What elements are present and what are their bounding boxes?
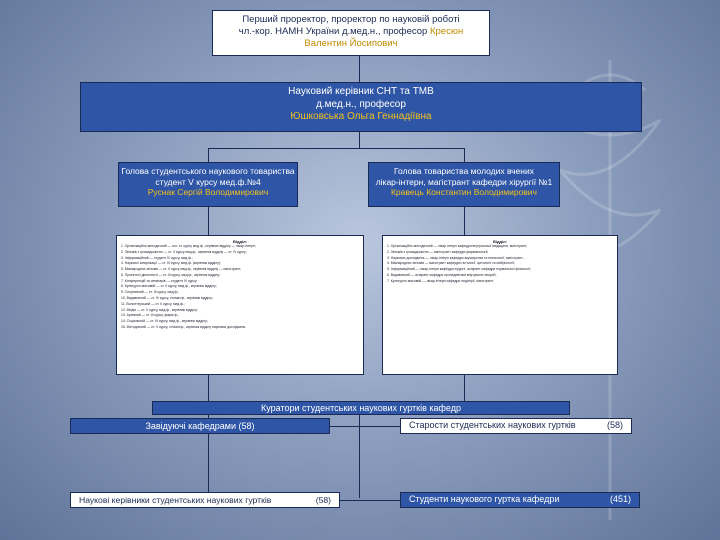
vice-rector-title: Перший проректор, проректор по науковій … <box>242 14 460 25</box>
connector-curators-down <box>359 414 360 498</box>
connector-head-down <box>359 132 360 149</box>
department-list-item: 7. Конференцій та семінарів — студент IV… <box>121 278 198 283</box>
vice-rector-surname: Кресюн <box>429 25 464 37</box>
group-elders-label: Старости студентських наукових гуртків <box>409 420 576 431</box>
heads-of-departments-label: Завідуючі кафедрами <box>145 421 236 431</box>
heads-of-departments-count: (58) <box>238 421 255 431</box>
department-list-item: 6. Проектної діяльності — ст. III курсу,… <box>121 272 221 277</box>
student-departments-list: 1. Організаційно-методичний — гол. ст. к… <box>121 244 359 331</box>
department-list-item: 13. Архівний — ст. III курсу, фарм.ф.; <box>121 313 179 318</box>
department-list-item: 4. Міжнародних зв'язків — магістрант каф… <box>387 261 515 266</box>
department-list-item: 3. Інформаційний — студент IV курсу, мед… <box>121 255 193 260</box>
group-students-count: (451) <box>609 494 631 505</box>
connector-supervisors-to-students <box>340 500 400 501</box>
department-list-item: 5. Інформаційний — лікар-інтерн кафедри … <box>387 267 531 272</box>
department-list-item: 1. Організаційно-методичний — гол. ст. к… <box>121 244 256 248</box>
vice-rector-name: Валентин Йосипович <box>304 37 398 49</box>
department-list-item: 15. Методичний — ст. V курсу, стомат.ф.,… <box>121 324 247 329</box>
young-scientists-role: лікар-інтерн, магістрант кафедри хірургі… <box>375 176 553 187</box>
department-list-item: 2. Зв'язків з громадськістю — ст. V курс… <box>121 249 247 254</box>
connector-right-panel-to-curators <box>464 375 465 401</box>
young-scientists-box: Голова товариства молодих вчених лікар-і… <box>368 162 560 207</box>
group-students-box: Студенти наукового гуртка кафедри (451) <box>400 492 640 508</box>
student-society-name: Руснак Сергій Володимирович <box>147 187 269 198</box>
group-elders-count: (58) <box>606 420 623 431</box>
connector-left-branch <box>208 414 209 498</box>
vice-rector-rank: чл.-кор. НАМН України д.мед.н., професор… <box>238 25 464 37</box>
connector-right-to-panel <box>464 207 465 235</box>
department-list-item: 14. Соціальний — ст. IV курсу, мед.ф., к… <box>121 319 208 324</box>
heads-of-departments-box: Завідуючі кафедрами (58) <box>70 418 330 434</box>
department-list-item: 7. Культурно-масовий — лікар-інтерн кафе… <box>387 278 494 283</box>
department-list-item: 3. Наукових досліджень — лікар-інтерн ка… <box>387 255 524 260</box>
department-list-item: 11. Волонтерський — ст. II курсу, мед.ф.… <box>121 301 185 306</box>
group-elders-box: Старости студентських наукових гуртків (… <box>400 418 632 434</box>
student-society-role: студент V курсу мед.ф.№4 <box>155 176 261 187</box>
scientific-supervisors-box: Наукові керівники студентських наукових … <box>70 492 340 508</box>
connector-left-down <box>208 148 209 162</box>
young-scientists-departments-panel: Відділ: 1. Організаційно-методичний — лі… <box>382 235 618 375</box>
scientific-head-box: Науковий керівник СНТ та ТМВ д.мед.н., п… <box>80 82 642 132</box>
department-list-item: 12. Медіа — ст. V курсу, мед.ф., керівни… <box>121 307 198 312</box>
department-list-item: 10. Видавничий — ст. IV курсу, стомат.ф.… <box>121 296 213 301</box>
young-departments-title: Відділ: <box>492 239 508 244</box>
department-list-item: 5. Міжнародних зв'язків — ст. V курсу ме… <box>121 267 242 272</box>
connector-head-horizontal <box>208 148 464 149</box>
connector-left-panel-to-curators <box>208 375 209 401</box>
curators-box: Куратори студентських наукових гуртків к… <box>152 401 570 415</box>
scientific-supervisors-count: (58) <box>315 494 331 505</box>
student-departments-panel: Відділ: 1. Організаційно-методичний — го… <box>116 235 364 375</box>
curators-label: Куратори студентських наукових гуртків к… <box>260 403 461 413</box>
scientific-head-degree: д.мед.н., професор <box>316 98 406 110</box>
connector-left-to-panel <box>208 207 209 235</box>
connector-right-down <box>464 148 465 162</box>
department-list-item: 1. Організаційно-методичний — лікар-інте… <box>387 244 528 248</box>
department-list-item: 6. Видавничий — аспірант кафедри пропеде… <box>387 272 497 277</box>
scientific-supervisors-label: Наукові керівники студентських наукових … <box>79 494 272 505</box>
scientific-head-name: Юшковська Ольга Геннадіївна <box>290 111 432 122</box>
student-departments-title: Відділ: <box>232 239 248 244</box>
department-list-item: 9. Спортивний — ст. III курсу, мед.ф.; <box>121 290 180 295</box>
department-list-item: 4. Наукової комунікації — ст. IV курсу, … <box>121 261 221 266</box>
vice-rector-box: Перший проректор, проректор по науковій … <box>212 10 490 56</box>
student-society-box: Голова студентського наукового товариств… <box>118 162 298 207</box>
young-scientists-title: Голова товариства молодих вчених <box>394 166 534 176</box>
scientific-head-title: Науковий керівник СНТ та ТМВ <box>288 86 434 97</box>
student-society-title: Голова студентського наукового товариств… <box>121 166 295 176</box>
young-scientists-name: Кравець Константин Володимирович <box>390 187 537 198</box>
connector-heads-to-elders <box>330 426 400 427</box>
young-departments-list: 1. Організаційно-методичний — лікар-інте… <box>387 244 613 284</box>
department-list-item: 2. Зв'язків з громадськістю — магістрант… <box>387 249 489 254</box>
group-students-label: Студенти наукового гуртка кафедри <box>409 494 560 505</box>
connector-top-to-head <box>359 55 360 82</box>
department-list-item: 8. Культурно-масовий — ст. II курсу, мед… <box>121 284 217 289</box>
